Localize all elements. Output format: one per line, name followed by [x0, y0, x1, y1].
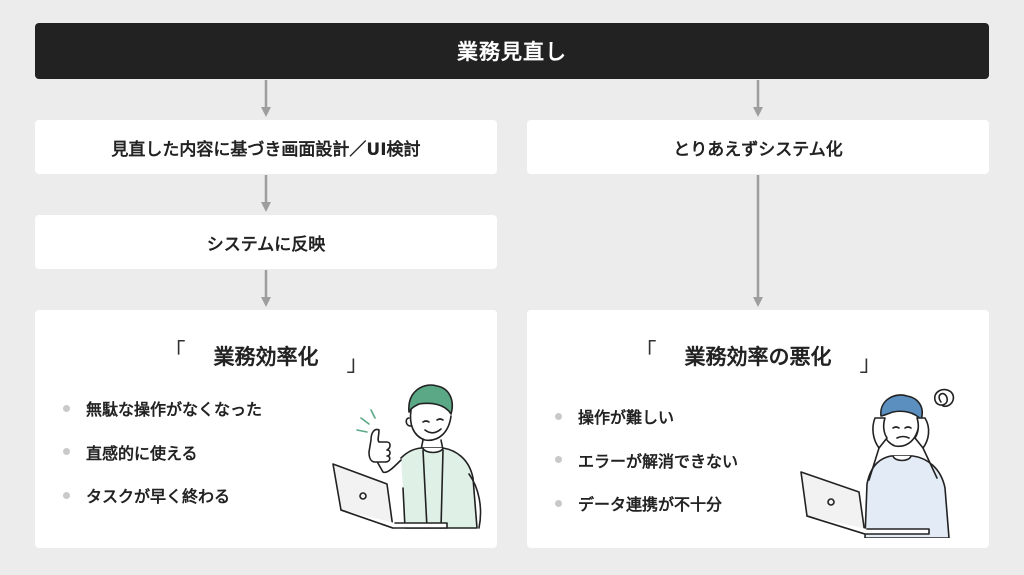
- list-item: エラーが解消できない: [555, 450, 738, 471]
- left-step2-label: システムに反映: [206, 234, 326, 255]
- bracket-open: 「: [163, 340, 186, 365]
- left-result-panel: 「 業務効率化 」 無駄な操作がなくなった 直感的に使える タスクが早く終わる: [35, 310, 497, 548]
- left-result-heading: 「 業務効率化 」: [35, 340, 497, 377]
- list-item: 無駄な操作がなくなった: [63, 398, 262, 419]
- bullet-dot-icon: [555, 456, 562, 463]
- right-result-panel: 「 業務効率の悪化 」 操作が難しい エラーが解消できない データ連携が不十分: [527, 310, 989, 548]
- right-result-heading: 「 業務効率の悪化 」: [527, 340, 989, 377]
- bullet-dot-icon: [63, 404, 70, 412]
- left-step1-box: 見直した内容に基づき画面設計／UI検討: [35, 120, 497, 174]
- bracket-open: 「: [634, 340, 657, 365]
- list-item: 操作が難しい: [555, 406, 738, 427]
- bracket-close: 」: [346, 352, 369, 377]
- right-step1-box: とりあえずシステム化: [527, 120, 989, 174]
- right-result-list: 操作が難しい エラーが解消できない データ連携が不十分: [555, 406, 738, 537]
- right-result-title: 業務効率の悪化: [684, 345, 832, 369]
- bracket-close: 」: [859, 352, 882, 377]
- left-step2-box: システムに反映: [35, 215, 497, 269]
- header-title: 業務見直し: [35, 23, 989, 79]
- left-result-list: 無駄な操作がなくなった 直感的に使える タスクが早く終わる: [63, 398, 262, 529]
- stressed-person-with-laptop-icon: [800, 388, 955, 538]
- list-item: 直感的に使える: [63, 442, 262, 463]
- right-step1-label: とりあえずシステム化: [673, 139, 843, 160]
- happy-person-with-laptop-icon: [332, 384, 482, 529]
- bullet-dot-icon: [555, 499, 562, 507]
- bullet-dot-icon: [63, 448, 70, 455]
- bullet-dot-icon: [63, 491, 70, 499]
- bullet-dot-icon: [555, 412, 562, 420]
- list-item: データ連携が不十分: [555, 493, 738, 514]
- left-step1-label: 見直した内容に基づき画面設計／UI検討: [111, 139, 421, 160]
- left-result-title: 業務効率化: [213, 345, 319, 369]
- list-item: タスクが早く終わる: [63, 485, 262, 506]
